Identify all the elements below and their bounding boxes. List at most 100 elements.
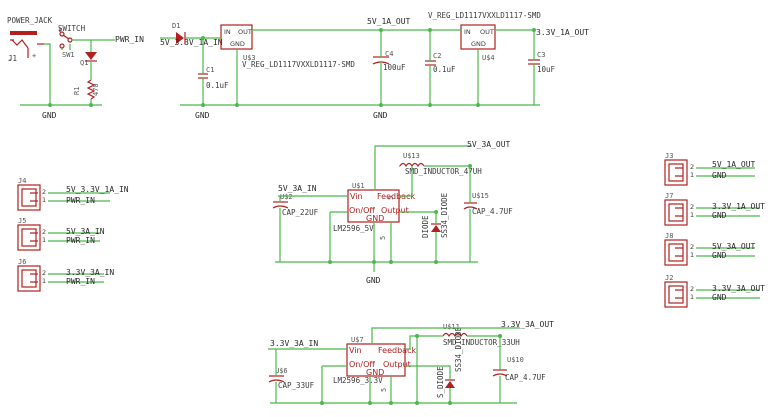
resistor-ref: R1: [73, 87, 81, 95]
linear-regulator-section: D1 5V_3.3V_1A_IN IN OUT GND U$3 V_REG_LD…: [160, 11, 589, 120]
diode-ref: D1: [172, 22, 180, 30]
svg-text:Output: Output: [383, 360, 411, 369]
svg-text:OUT: OUT: [238, 28, 252, 36]
svg-text:SMD_INDUCTOR_47UH: SMD_INDUCTOR_47UH: [405, 167, 482, 176]
svg-text:3.3V_3A_IN: 3.3V_3A_IN: [66, 268, 114, 277]
buck33-inductor[interactable]: [442, 332, 468, 338]
power-jack[interactable]: + -: [8, 31, 44, 64]
svg-text:2: 2: [42, 269, 46, 277]
svg-text:J2: J2: [665, 274, 673, 282]
connector-j8[interactable]: [664, 239, 688, 266]
svg-text:5V_3A_IN: 5V_3A_IN: [66, 227, 105, 236]
svg-text:J3: J3: [665, 152, 673, 160]
svg-text:GND: GND: [712, 171, 727, 180]
svg-text:CAP_22UF: CAP_22UF: [282, 208, 319, 217]
svg-text:2: 2: [690, 203, 694, 211]
svg-text:CAP_4.7UF: CAP_4.7UF: [505, 373, 546, 382]
u7-part: LM2596_3.3V: [333, 376, 383, 385]
svg-text:Vin: Vin: [350, 192, 363, 201]
svg-text:PWR_IN: PWR_IN: [66, 236, 95, 245]
net-33v-3a-out: 3.3V_3A_OUT: [501, 320, 554, 329]
switch-label: SWITCH: [58, 24, 86, 33]
svg-text:GND: GND: [471, 40, 486, 48]
c4-val: 100uF: [383, 63, 406, 72]
connector-j6[interactable]: [17, 265, 41, 292]
svg-text:5: 5: [387, 196, 395, 200]
svg-text:5: 5: [379, 236, 387, 240]
svg-text:U$6: U$6: [275, 367, 288, 375]
c1-ref: C1: [206, 66, 214, 74]
buck33-diode[interactable]: [445, 379, 455, 388]
buck-ic-u1[interactable]: Vin Feedback On/Off Output GND: [347, 189, 415, 223]
net-33v-1a-out: 3.3V_1A_OUT: [536, 28, 589, 37]
c3-val: 10uF: [537, 65, 556, 74]
svg-text:3.3V_1A_OUT: 3.3V_1A_OUT: [712, 202, 765, 211]
power-switch[interactable]: [59, 28, 73, 49]
svg-text:3.3V_3A_OUT: 3.3V_3A_OUT: [712, 284, 765, 293]
cap-c3[interactable]: [528, 59, 540, 65]
svg-text:1: 1: [690, 171, 694, 179]
c4-ref: C4: [385, 50, 393, 58]
left-connectors: J4 2 1 5V_3.3V_1A_IN PWR_IN J5 2 1 5V_3A…: [17, 177, 129, 292]
svg-text:Output: Output: [381, 206, 409, 215]
svg-text:5V_1A_OUT: 5V_1A_OUT: [712, 160, 756, 169]
reg1-ref: U$3: [243, 54, 256, 62]
buck5-inductor[interactable]: [399, 162, 425, 168]
net-5v-1a-out: 5V_1A_OUT: [367, 17, 411, 26]
svg-text:1: 1: [42, 196, 46, 204]
led-resistor: [86, 79, 96, 100]
svg-text:IN: IN: [464, 28, 471, 36]
cap-c1[interactable]: [198, 73, 208, 79]
svg-text:GND: GND: [230, 40, 245, 48]
svg-text:2: 2: [690, 285, 694, 293]
gnd-label-reg-1: GND: [195, 111, 210, 120]
svg-text:Feedback: Feedback: [378, 346, 416, 355]
j5-ref: J5: [18, 217, 26, 225]
led-ref: Q1: [80, 59, 88, 67]
reg2-part: V_REG_LD1117VXXLD1117-SMD: [428, 11, 541, 20]
connector-j3[interactable]: [664, 159, 688, 186]
svg-text:1: 1: [42, 236, 46, 244]
connector-j7[interactable]: [664, 199, 688, 226]
svg-text:Feedback: Feedback: [377, 192, 415, 201]
svg-text:GND: GND: [366, 368, 384, 377]
connector-j2[interactable]: [664, 281, 688, 308]
j6-ref: J6: [18, 258, 26, 266]
svg-text:+: +: [32, 52, 36, 60]
regulator-u4[interactable]: IN OUT GND: [460, 24, 496, 50]
svg-text:2: 2: [42, 188, 46, 196]
connector-j5[interactable]: [17, 224, 41, 251]
resistor-value: 470: [92, 83, 100, 96]
u7-ref: U$7: [351, 336, 364, 344]
u1-part: LM2596_5V: [333, 224, 374, 233]
svg-text:CAP_4.7UF: CAP_4.7UF: [472, 207, 513, 216]
svg-text:J8: J8: [665, 232, 673, 240]
svg-text:PWR_IN: PWR_IN: [66, 277, 95, 286]
buck-ic-u7[interactable]: Vin Feedback On/Off Output GND: [346, 343, 416, 377]
power-input-section: + - POWER_JACK J1 SWITCH SW1 Q1 R1 470: [7, 16, 144, 120]
j4-ref: J4: [18, 177, 26, 185]
svg-text:IN: IN: [224, 28, 231, 36]
svg-text:On/Off: On/Off: [349, 360, 375, 369]
regulator-u3[interactable]: IN OUT GND: [220, 24, 253, 50]
right-connectors: J3 2 1 5V_1A_OUT GND J7 2 1 3.3V_1A_OUT …: [664, 152, 765, 308]
svg-text:SMD_INDUCTOR_33UH: SMD_INDUCTOR_33UH: [443, 338, 520, 347]
svg-text:U$2: U$2: [280, 193, 293, 201]
switch-ref: SW1: [62, 51, 75, 59]
svg-text:U$10: U$10: [507, 356, 524, 364]
connector-j4[interactable]: [17, 184, 41, 211]
buck-5v-section: Vin Feedback On/Off Output GND U$1 LM259…: [272, 140, 513, 285]
gnd-label-input: GND: [42, 111, 57, 120]
svg-text:PWR_IN: PWR_IN: [66, 196, 95, 205]
svg-text:J7: J7: [665, 192, 673, 200]
svg-text:1: 1: [690, 251, 694, 259]
svg-text:SS34_DIODE: SS34_DIODE: [440, 192, 449, 238]
net-5v33-in: 5V_3.3V_1A_IN: [160, 38, 223, 47]
svg-text:GND: GND: [366, 214, 384, 223]
indicator-led: [85, 52, 97, 62]
buck-33v-section: Vin Feedback On/Off Output GND U$7 LM259…: [268, 320, 554, 405]
power-jack-ref: J1: [8, 54, 17, 63]
svg-text:DIODE: DIODE: [421, 215, 430, 238]
net-33v-3a-in: 3.3V_3A_IN: [270, 339, 318, 348]
net-5v-3a-in: 5V_3A_IN: [278, 184, 317, 193]
